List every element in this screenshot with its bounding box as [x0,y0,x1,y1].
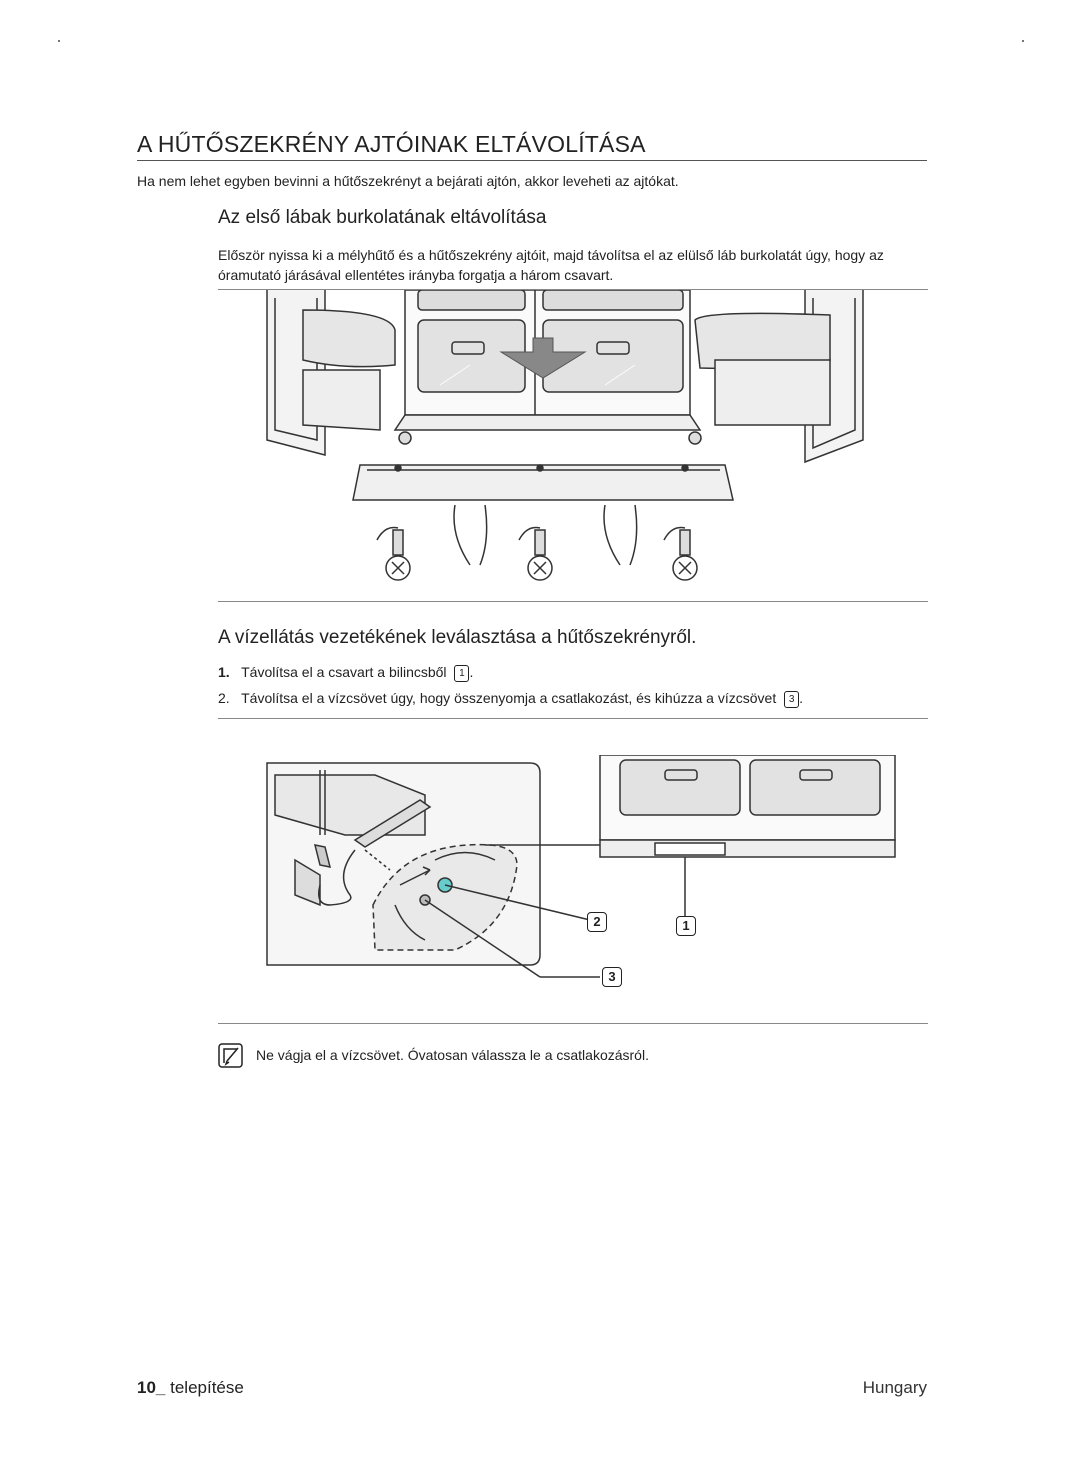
step-1-text: Távolítsa el a csavart a bilincsből [241,664,447,680]
step-1-end: . [469,664,474,680]
callout-3: 3 [602,967,622,987]
step-1-number: 1. [218,664,230,680]
step-2-text: Távolítsa el a vízcsövet úgy, hogy össze… [241,690,777,706]
callout-2: 2 [587,912,607,932]
page-title: A HŰTŐSZEKRÉNY AJTÓINAK ELTÁVOLÍTÁSA [137,131,646,157]
page-number: 10_ [137,1378,166,1397]
corner-mark [1022,40,1024,42]
fridge-doors-open-illustration [266,290,864,581]
section2-heading: A vízellátás vezetékének leválasztása a … [218,627,697,648]
intro-text: Ha nem lehet egyben bevinni a hűtőszekré… [137,173,679,189]
section1-text: Először nyissa ki a mélyhűtő és a hűtősz… [218,247,884,283]
step-1: 1. Távolítsa el a csavart a bilincsből 1… [218,664,473,682]
step-1-ref-badge: 1 [454,665,470,682]
step-2-ref-badge: 3 [784,691,800,708]
footer-page-label: 10_ telepítése [137,1378,244,1398]
footer-section: telepítése [170,1378,244,1397]
note-text: Ne vágja el a vízcsövet. Óvatosan válass… [256,1047,649,1063]
step-2: 2. Távolítsa el a vízcsövet úgy, hogy ös… [218,690,803,708]
section2-divider [218,718,928,719]
title-divider [137,160,927,161]
step-2-number: 2. [218,690,230,706]
water-line-illustration [266,755,896,978]
corner-mark [58,40,60,42]
section2-bottom-divider [218,1023,928,1024]
footer-country: Hungary [862,1378,927,1397]
callout-1: 1 [676,916,696,936]
note-icon [218,1043,243,1068]
section1-heading: Az első lábak burkolatának eltávolítása [218,207,547,228]
step-2-end: . [799,690,803,706]
section1-bottom-divider [218,601,928,602]
